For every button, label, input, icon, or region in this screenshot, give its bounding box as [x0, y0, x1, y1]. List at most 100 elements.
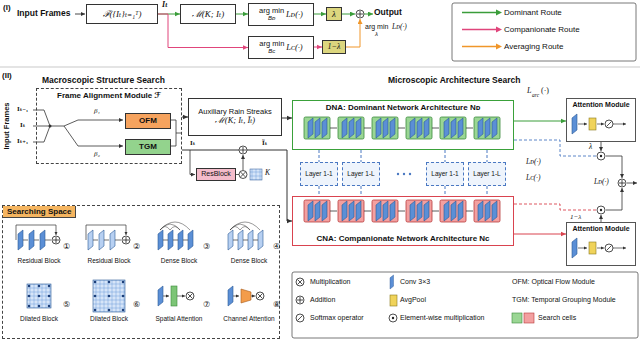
line-shape — [578, 248, 587, 249]
legend-text: Companionate Route — [504, 25, 580, 34]
group-heading: DNA: Dominant Network Architecture Nᴅ — [326, 103, 481, 112]
use-shape — [389, 314, 397, 322]
annotation-label: Residual Block — [18, 257, 61, 264]
box-content: Layer 1-1 — [431, 170, 458, 177]
circle-shape — [94, 309, 97, 312]
annotation-label: Iₜ — [190, 139, 195, 147]
box-label: Layer 1-L — [347, 170, 374, 177]
use-shape — [122, 236, 130, 244]
annotation-label: Input Frames — [17, 9, 70, 19]
annotation-label: ⑧ — [273, 300, 280, 309]
line-shape — [177, 296, 185, 297]
g-shape — [93, 280, 125, 312]
box-label: 1−λ — [328, 42, 341, 51]
connector-line — [361, 186, 362, 196]
annotation-label: K — [265, 169, 270, 178]
subscript-text: Bᴄ — [268, 48, 275, 55]
box-label: Layer 1-1 — [431, 170, 458, 177]
rect-shape — [292, 272, 638, 338]
annotation-label: TGM: Temporal Grouping Module — [512, 296, 616, 304]
attention-group: Attention Module — [566, 98, 636, 142]
connector-line — [361, 150, 362, 162]
annotation-label: λ — [375, 31, 378, 38]
annotation-label: Lᴅ(·) — [594, 178, 609, 187]
box-label: OFM — [139, 116, 157, 125]
path-shape — [23, 240, 51, 241]
path-shape — [606, 156, 622, 178]
line-shape — [163, 296, 169, 297]
group-heading: Frame Alignment Module ℱ — [57, 91, 161, 100]
legend-text: Search cells — [538, 314, 576, 322]
annotation-label: ③ — [203, 242, 210, 251]
circle-shape — [397, 173, 399, 175]
use-shape — [304, 200, 330, 222]
subscript-text: Bᴅ — [268, 15, 275, 22]
box-label: ℱ({Iₜ}ₜ₌₁ᵀ) — [103, 9, 142, 19]
layer-box: Layer 1-L — [342, 162, 380, 186]
network-group: CNA: Companionate Network Architecture N… — [292, 196, 514, 246]
circle-shape — [38, 285, 41, 288]
group-heading: CNA: Companionate Network Architecture N… — [316, 234, 489, 243]
circle-shape — [94, 295, 97, 298]
circle-shape — [38, 295, 41, 298]
module-box: Auxiliary Rain Streaksℳ(K; Iₜ, Ĩₜ) — [188, 98, 282, 136]
use-shape — [440, 117, 466, 139]
group-heading: Attention Module — [572, 101, 629, 109]
rect-shape — [524, 313, 534, 323]
use-shape — [304, 117, 330, 139]
block-box: ResBlock — [196, 168, 236, 181]
annotation-label: Dense Block — [161, 257, 198, 264]
path-shape — [230, 222, 260, 230]
use-shape — [110, 230, 115, 250]
line-shape — [364, 14, 373, 15]
use-shape — [99, 230, 104, 250]
annotation-label: ⑥ — [133, 300, 140, 309]
line-shape — [597, 248, 604, 249]
box-content: 1−λ — [328, 42, 341, 51]
annotation-label: Ĩₜ — [262, 139, 267, 147]
box-content: OFM — [139, 116, 157, 125]
use-shape — [572, 238, 577, 258]
use-shape — [338, 200, 364, 222]
use-shape — [158, 230, 163, 250]
use-shape — [372, 117, 398, 139]
g-shape — [158, 286, 194, 306]
connector — [282, 116, 292, 120]
circle-shape — [94, 281, 97, 284]
legend-swatch — [462, 29, 496, 31]
line-shape — [597, 124, 604, 125]
annotation-label: Lᴄ(·) — [526, 174, 540, 183]
box-content: ℱ({Iₜ}ₜ₌₁ᵀ) — [103, 9, 142, 19]
attention-group: Attention Module — [566, 222, 636, 266]
operator-stack: arg minBᴄ — [259, 40, 284, 56]
annotation-label: Macroscopic Structure Search — [42, 76, 165, 86]
line-shape — [75, 14, 85, 15]
annotation-label: β₁ — [94, 107, 100, 115]
box-content: arg minBᴄLᴄ(·) — [259, 40, 302, 56]
annotation-label: Output — [374, 8, 402, 18]
use-shape — [406, 200, 432, 222]
use-shape — [296, 278, 304, 286]
connector — [487, 186, 488, 196]
function-box: ℱ({Iₜ}ₜ₌₁ᵀ) — [86, 4, 158, 24]
circle-shape — [108, 281, 111, 284]
connector-line — [182, 150, 292, 221]
line-shape — [342, 14, 355, 15]
box-label: TGM — [139, 142, 157, 151]
circle-shape — [28, 295, 31, 298]
rect-shape — [589, 242, 596, 254]
legend-arrowhead — [496, 27, 502, 33]
annotation-label: L — [527, 86, 531, 95]
rect-shape — [390, 295, 397, 306]
box-label: ResBlock — [201, 170, 231, 178]
g-shape — [228, 286, 264, 306]
box-content: ℳ(K; Iₜ) — [192, 9, 224, 19]
use-shape — [618, 179, 626, 187]
rect-shape — [250, 169, 262, 180]
path-shape — [330, 211, 473, 212]
weight-box: λ — [326, 7, 342, 21]
rect-shape — [512, 313, 522, 323]
connector — [182, 150, 292, 223]
annotation-label: Iₜ — [20, 121, 25, 129]
